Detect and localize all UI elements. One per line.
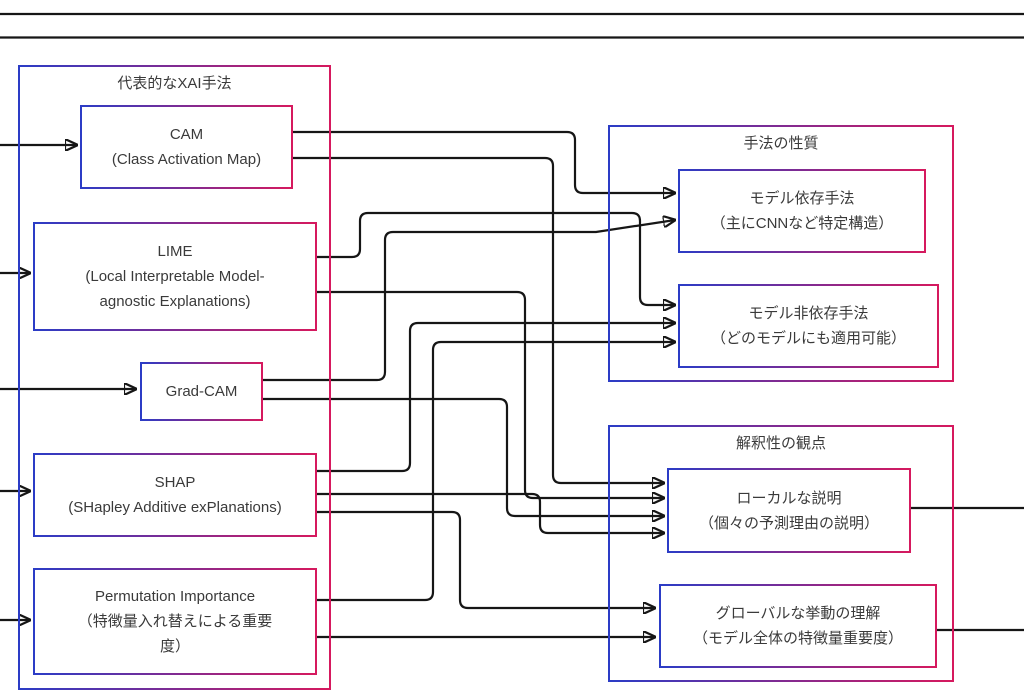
node-cam-line-2: (Class Activation Map) [111, 151, 262, 168]
node-permutation-line-1: Permutation Importance [94, 588, 256, 605]
edge-permutation-to-model-agnostic [313, 342, 675, 602]
node-lime-line-3: agnostic Explanations) [99, 293, 251, 310]
node-gradcam: Grad-CAM [140, 362, 263, 421]
group-method-properties-title: 手法の性質 [743, 135, 819, 152]
node-global-understanding: グローバルな挙動の理解 （モデル全体の特徴量重要度） [659, 584, 937, 668]
node-shap-line-1: SHAP [154, 474, 196, 491]
node-cam: CAM (Class Activation Map) [80, 105, 293, 189]
node-cam-line-1: CAM [169, 126, 204, 143]
node-global-understanding-line-2: （モデル全体の特徴量重要度） [692, 630, 903, 647]
edge-lime-to-local [313, 290, 664, 498]
node-local-explanation-line-2: （個々の予測理由の説明） [698, 514, 879, 532]
node-shap-line-2: (SHapley Additive exPlanations) [68, 499, 282, 516]
edge-shap-to-local [313, 492, 664, 533]
edge-gradcam-to-model-dependent [259, 220, 675, 382]
node-global-understanding-line-1: グローバルな挙動の理解 [715, 605, 881, 622]
node-model-dependent-line-1: モデル依存手法 [749, 190, 855, 207]
node-model-agnostic-line-1: モデル非依存手法 [748, 305, 869, 322]
node-permutation-line-3: 度） [159, 638, 190, 655]
node-model-dependent: モデル依存手法 （主にCNNなど特定構造） [678, 169, 926, 253]
node-model-dependent-line-2: （主にCNNなど特定構造） [710, 215, 894, 232]
node-shap: SHAP (SHapley Additive exPlanations) [33, 453, 317, 537]
node-local-explanation: ローカルな説明 （個々の予測理由の説明） [667, 468, 911, 553]
node-lime-line-1: LIME [157, 243, 193, 260]
node-gradcam-line-1: Grad-CAM [165, 383, 238, 400]
node-permutation-line-2: （特徴量入れ替えによる重要 [77, 613, 273, 630]
node-model-agnostic-line-2: （どのモデルにも適用可能） [710, 330, 906, 347]
node-local-explanation-line-1: ローカルな説明 [736, 489, 842, 507]
edge-cam-to-model-dependent [289, 130, 675, 193]
group-xai-methods-title: 代表的なXAI手法 [117, 75, 232, 92]
group-interpretability-title: 解釈性の観点 [735, 435, 826, 452]
edge-shap-to-global [313, 510, 655, 608]
edge-cam-to-local [289, 156, 664, 483]
node-permutation-importance: Permutation Importance （特徴量入れ替えによる重要 度） [33, 568, 317, 675]
edge-gradcam-to-local [259, 397, 664, 516]
node-model-agnostic: モデル非依存手法 （どのモデルにも適用可能） [678, 284, 939, 368]
edge-shap-to-model-agnostic [313, 323, 675, 473]
node-lime-line-2: (Local Interpretable Model- [85, 268, 265, 285]
node-lime: LIME (Local Interpretable Model- agnosti… [33, 222, 317, 331]
